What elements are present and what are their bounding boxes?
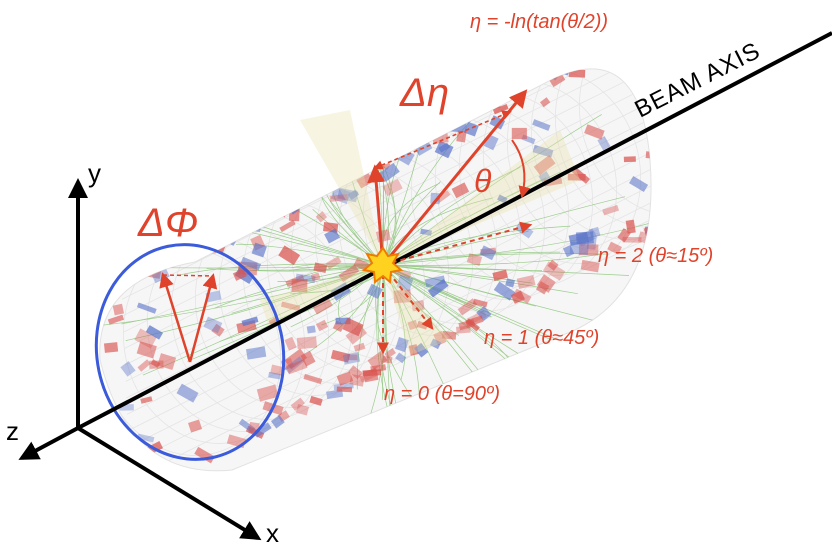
x-axis: [76, 426, 262, 541]
delta-eta-label: Δη: [399, 71, 449, 115]
theta-label: θ: [474, 163, 492, 199]
z-axis-label: z: [6, 416, 19, 446]
z-axis: [18, 426, 79, 460]
theta-arc: [511, 139, 531, 199]
y-axis-label: y: [88, 158, 101, 188]
eta-1-label: η = 1 (θ≈45º): [484, 327, 599, 349]
jet-cones: [260, 110, 580, 355]
delta-phi-label: ΔΦ: [137, 201, 198, 245]
eta-2-label: η = 2 (θ≈15º): [598, 245, 713, 267]
eta-arrows: [367, 89, 533, 355]
coordinate-axes: [18, 31, 832, 541]
eta-formula: η = -ln(tan(θ/2)): [470, 11, 608, 33]
x-axis-label: x: [266, 518, 279, 548]
delta-phi-arrows: [159, 272, 218, 363]
phi-ellipse: [94, 243, 286, 461]
collision-vertex: [361, 246, 404, 285]
cylinder-mesh: [99, 68, 652, 471]
eta-0-label: η = 0 (θ=90º): [384, 383, 500, 405]
beam-axis-line: [77, 31, 832, 430]
